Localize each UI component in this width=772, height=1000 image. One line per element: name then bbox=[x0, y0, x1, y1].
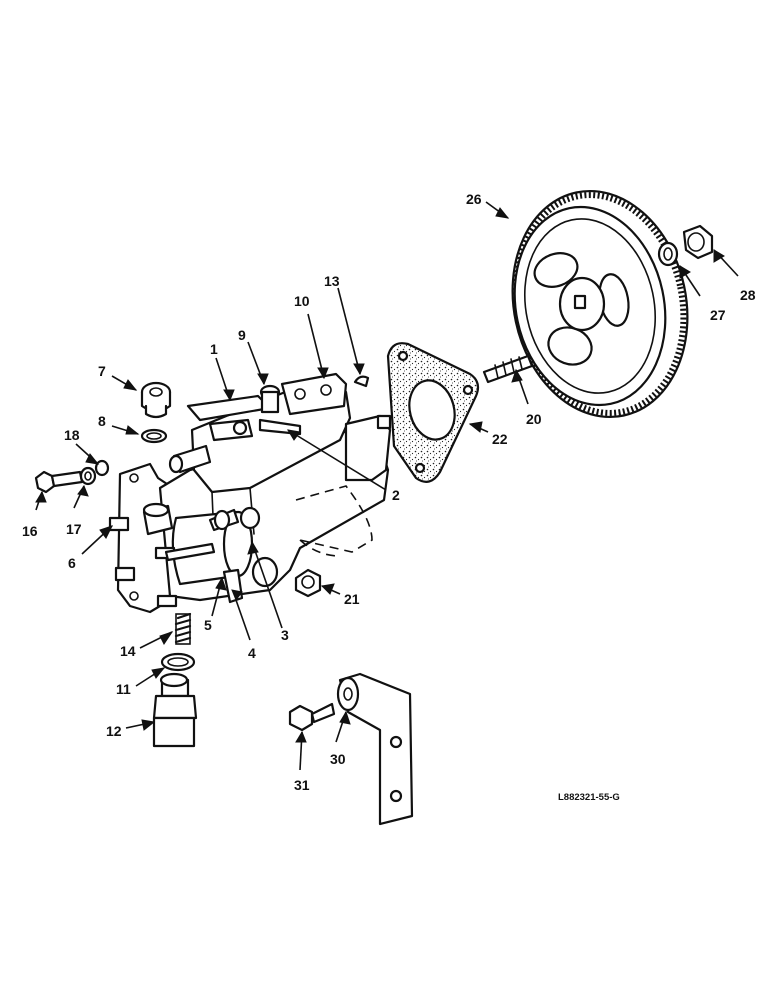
gear-nut bbox=[682, 224, 714, 260]
woodruff-key bbox=[353, 375, 370, 388]
stud bbox=[482, 354, 534, 384]
callout-12: 12 bbox=[106, 723, 122, 739]
callout-4: 4 bbox=[248, 645, 256, 661]
callout-20: 20 bbox=[526, 411, 542, 427]
o-ring bbox=[160, 652, 196, 672]
washer bbox=[79, 466, 97, 486]
injection-pump bbox=[108, 372, 392, 614]
callout-28: 28 bbox=[740, 287, 756, 303]
lock-washer bbox=[657, 241, 679, 267]
callout-10: 10 bbox=[294, 293, 310, 309]
plug bbox=[140, 381, 172, 419]
reference-code: L882321-55-G bbox=[558, 792, 620, 803]
callout-13: 13 bbox=[324, 273, 340, 289]
callout-6: 6 bbox=[68, 555, 76, 571]
gasket bbox=[386, 342, 480, 483]
bracket-bolt bbox=[288, 702, 336, 732]
bolt bbox=[34, 470, 84, 494]
callout-8: 8 bbox=[98, 413, 106, 429]
callout-21: 21 bbox=[344, 591, 360, 607]
callout-2: 2 bbox=[392, 487, 400, 503]
arrowheads bbox=[35, 207, 725, 743]
sealing-washer bbox=[140, 428, 168, 444]
callout-5: 5 bbox=[204, 617, 212, 633]
callout-7: 7 bbox=[98, 363, 106, 379]
callout-14: 14 bbox=[120, 643, 136, 659]
nut bbox=[294, 568, 322, 598]
callout-1: 1 bbox=[210, 341, 218, 357]
callout-16: 16 bbox=[22, 523, 38, 539]
spring bbox=[174, 612, 192, 645]
callout-26: 26 bbox=[466, 191, 482, 207]
callout-30: 30 bbox=[330, 751, 346, 767]
callout-27: 27 bbox=[710, 307, 726, 323]
callout-18: 18 bbox=[64, 427, 80, 443]
callout-22: 22 bbox=[492, 431, 508, 447]
timing-gear bbox=[511, 189, 689, 419]
callout-3: 3 bbox=[281, 627, 289, 643]
callout-9: 9 bbox=[238, 327, 246, 343]
fitting bbox=[152, 672, 198, 748]
callout-17: 17 bbox=[66, 521, 82, 537]
bracket bbox=[336, 672, 414, 826]
callout-31: 31 bbox=[294, 777, 310, 793]
callout-11: 11 bbox=[116, 681, 131, 697]
